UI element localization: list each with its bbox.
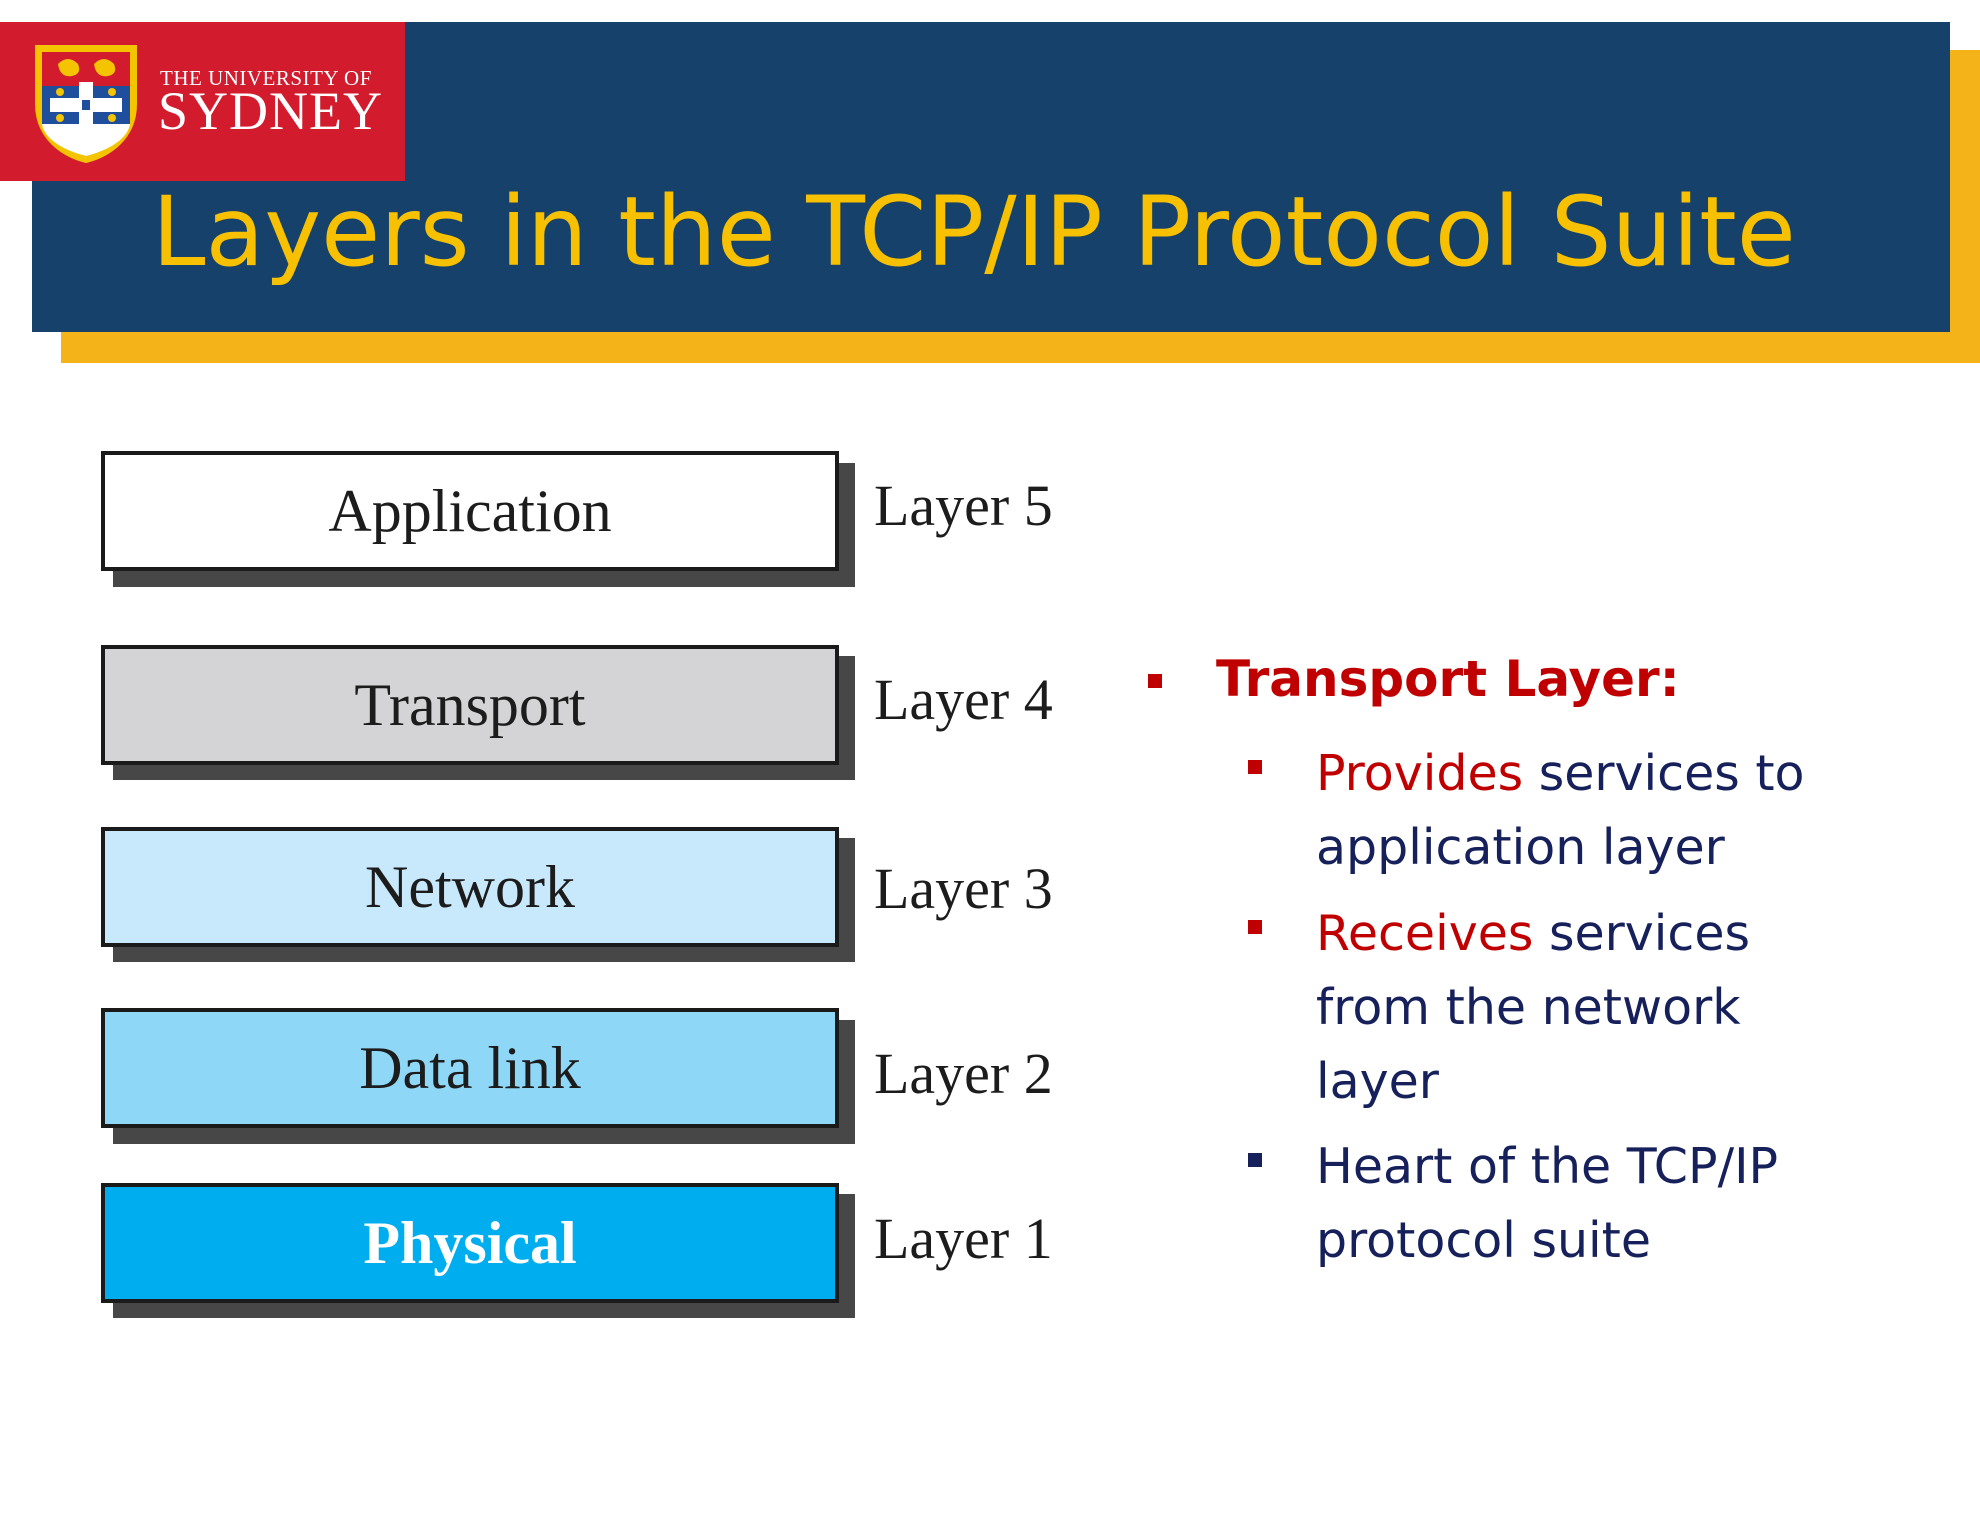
bullet-text: services to application layer — [1316, 745, 1805, 876]
layer-box-data-link: Data link — [101, 1008, 839, 1128]
bullet-marker — [1248, 760, 1262, 774]
layer-label: Physical — [363, 1209, 577, 1276]
bullet-marker — [1248, 1153, 1262, 1167]
layer-box-physical: Physical — [101, 1183, 839, 1303]
crest-icon — [35, 45, 137, 164]
layer-label: Data link — [359, 1034, 581, 1101]
bullet-text: Heart of the TCP/IP protocol suite — [1316, 1138, 1779, 1269]
bullet-heading: Transport Layer: — [1216, 650, 1680, 708]
bullet-highlight: Receives — [1316, 905, 1534, 962]
layer-label: Application — [328, 477, 612, 544]
layer-box-network: Network — [101, 827, 839, 947]
bullet-item: Receives services from the network layer — [1316, 897, 1876, 1119]
layer-number: Layer 2 — [874, 1041, 1053, 1106]
layer-label: Network — [365, 853, 575, 920]
layer-box-transport: Transport — [101, 645, 839, 765]
bullet-item: Provides services to application layer — [1316, 737, 1876, 885]
bullet-item: Heart of the TCP/IP protocol suite — [1316, 1130, 1876, 1278]
bullet-text: services from the network layer — [1316, 905, 1750, 1110]
layer-number: Layer 5 — [874, 473, 1053, 538]
layer-number: Layer 4 — [874, 667, 1053, 732]
university-logo: THE UNIVERSITY OF SYDNEY — [0, 22, 405, 181]
layer-number: Layer 1 — [874, 1206, 1053, 1271]
slide-title: Layers in the TCP/IP Protocol Suite — [152, 176, 1796, 288]
logo-text-small: THE UNIVERSITY OF — [160, 66, 372, 90]
layer-box-application: Application — [101, 451, 839, 571]
bullet-marker — [1248, 920, 1262, 934]
logo-text-large: SYDNEY — [158, 81, 384, 141]
bullet-highlight: Provides — [1316, 745, 1524, 802]
layer-number: Layer 3 — [874, 856, 1053, 921]
bullet-marker — [1148, 674, 1162, 688]
layer-label: Transport — [354, 671, 586, 738]
